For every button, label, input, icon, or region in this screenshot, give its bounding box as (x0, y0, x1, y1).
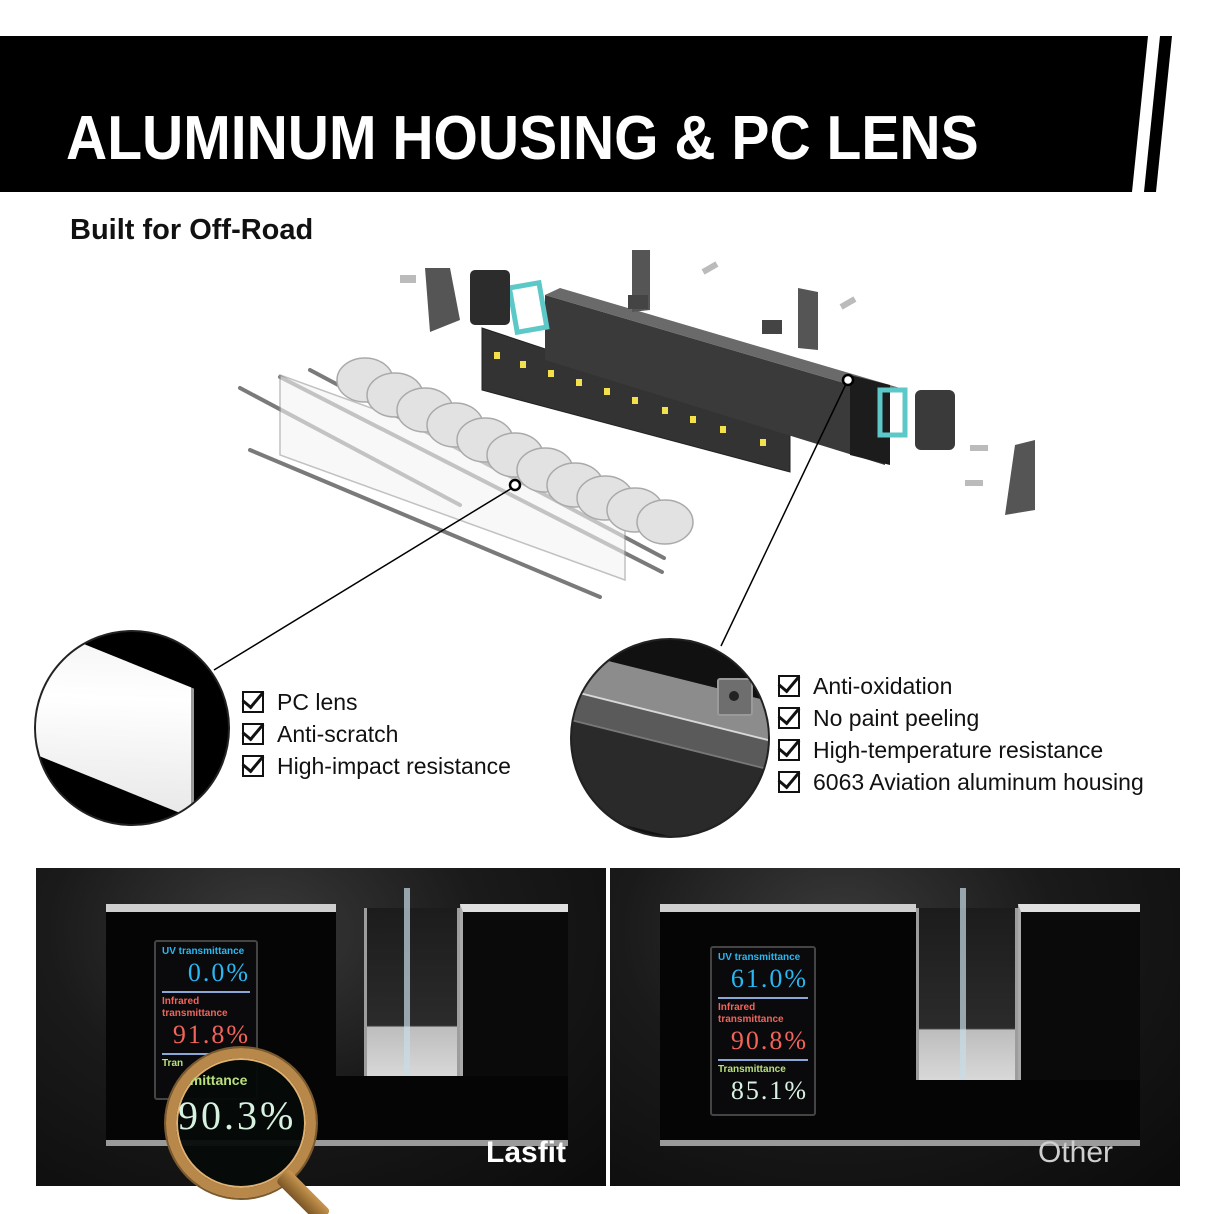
checkbox-checked-icon (242, 691, 264, 713)
pc-lens-edge-closeup (36, 632, 191, 818)
checkbox-checked-icon (778, 771, 800, 793)
exploded-view-diagram (238, 250, 1035, 599)
section-subtitle: Built for Off-Road (70, 214, 314, 246)
gasket-left (506, 279, 550, 336)
lasfit-transmittance-photo: UV transmittance 0.0% Infrared transmitt… (36, 868, 606, 1186)
brand-label-lasfit: Lasfit (486, 1136, 567, 1169)
gasket-right (877, 387, 908, 438)
end-cap-left (470, 270, 510, 325)
banner-shape (0, 36, 1172, 192)
feature-item: 6063 Aviation aluminum housing (778, 766, 1144, 798)
reflector-optics (336, 357, 694, 545)
header-banner: ALUMINUM HOUSING & PC LENS (0, 36, 1214, 192)
magnifying-glass-icon: smittance 90.3% (166, 1048, 316, 1198)
checkbox-checked-icon (778, 739, 800, 761)
lens-sample (404, 888, 410, 1078)
housing-feature-list: Anti-oxidation No paint peeling High-tem… (778, 670, 1144, 798)
checkbox-checked-icon (242, 755, 264, 777)
feature-item: High-temperature resistance (778, 734, 1144, 766)
end-cap-right (915, 390, 955, 450)
lens-feature-list: PC lens Anti-scratch High-impact resista… (242, 686, 511, 782)
page-title: ALUMINUM HOUSING & PC LENS (66, 104, 979, 173)
mount-bracket-2 (798, 288, 818, 350)
checkbox-checked-icon (778, 707, 800, 729)
feature-item: No paint peeling (778, 702, 1144, 734)
checkbox-checked-icon (242, 723, 264, 745)
lens-sample (960, 888, 966, 1082)
lens-anchor-point (508, 478, 522, 492)
pc-lens-detail-magnifier (34, 630, 230, 826)
feature-item: High-impact resistance (242, 750, 511, 782)
screws (400, 261, 988, 486)
feature-item: Anti-scratch (242, 718, 511, 750)
housing-detail-magnifier (570, 638, 770, 838)
feature-item: Anti-oxidation (778, 670, 1144, 702)
checkbox-checked-icon (778, 675, 800, 697)
housing-anchor-point (841, 373, 855, 387)
bracket-left (425, 268, 460, 332)
meter-slot (916, 908, 1018, 1080)
feature-item: PC lens (242, 686, 511, 718)
bracket-right (1005, 440, 1035, 515)
meter-display: UV transmittance 61.0% Infrared transmit… (710, 946, 816, 1116)
housing-nut-closeup (717, 678, 753, 716)
other-transmittance-photo: UV transmittance 61.0% Infrared transmit… (610, 868, 1180, 1186)
meter-slot (364, 908, 460, 1076)
brand-label-other: Other (1038, 1136, 1114, 1169)
